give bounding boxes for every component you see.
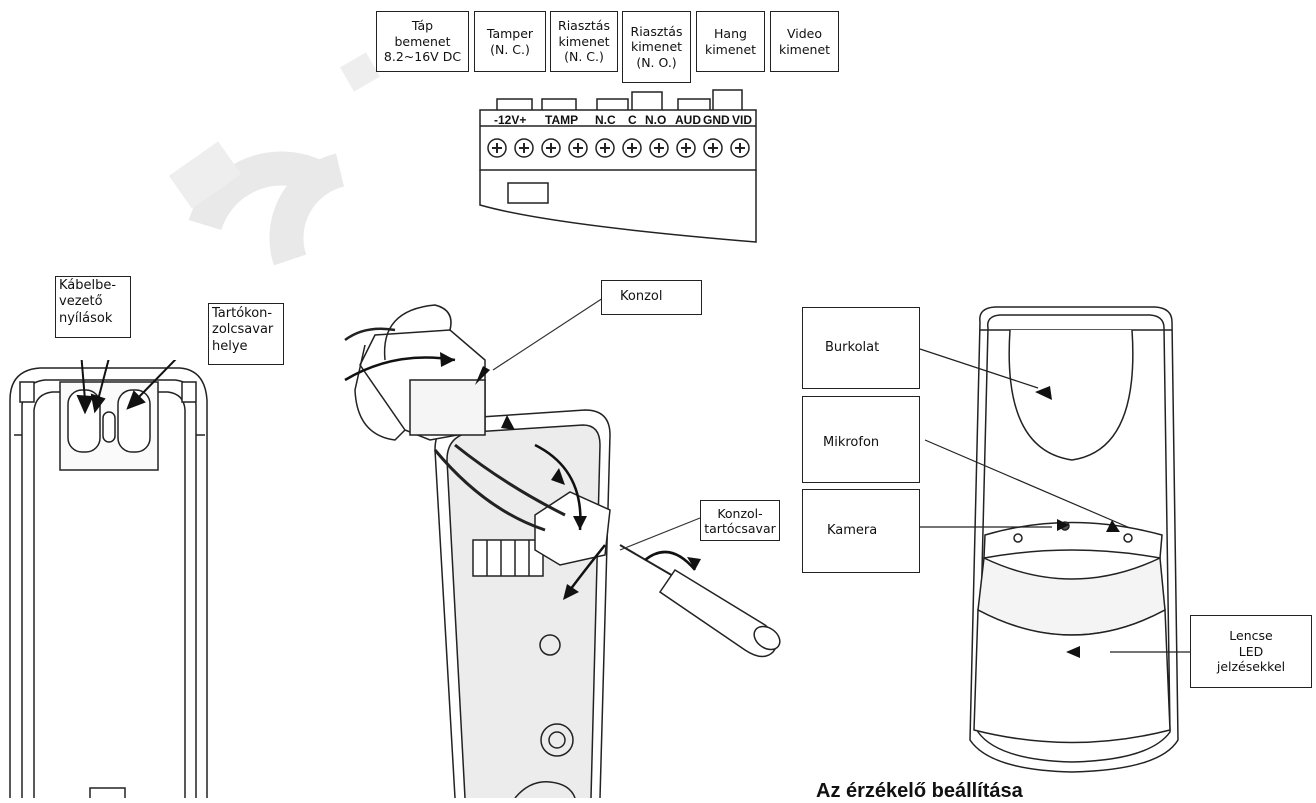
tamper-box: Tamper (N. C.)	[474, 11, 546, 72]
alarm-nc-box: Riasztás kimenet (N. C.)	[550, 11, 618, 72]
bracket-screw-label: Konzol- tartócsavar	[700, 500, 780, 541]
detector-back-drawing	[9, 360, 208, 798]
video-output-box: Video kimenet	[770, 11, 839, 72]
mounting-drawing	[344, 297, 781, 798]
alarm-no-box: Riasztás kimenet (N. O.)	[622, 11, 691, 83]
terminal-label-aud: AUD	[675, 113, 701, 127]
lens-led-label: Lencse LED jelzésekkel	[1190, 615, 1312, 688]
cable-holes-label: Kábelbe- vezető nyílások	[55, 276, 131, 338]
cover-label: Burkolat	[802, 307, 920, 389]
terminal-label-gnd: GND	[703, 113, 730, 127]
bracket-screw-location-label: Tartókon- zolcsavar helye	[208, 303, 284, 365]
front-callout-lines	[915, 348, 1190, 653]
terminal-label-vid: VID	[732, 113, 753, 127]
terminal-label-nc: N.C	[595, 113, 616, 127]
detector-front-drawing	[969, 306, 1179, 773]
terminal-label-no: N.O	[645, 113, 667, 127]
terminal-block-drawing	[479, 89, 757, 243]
terminal-label-12v: -12V+	[494, 113, 527, 127]
terminal-label-c: C	[628, 113, 637, 127]
terminal-screws	[487, 138, 750, 158]
power-input-box: Táp bemenet 8.2~16V DC	[376, 11, 469, 72]
audio-output-box: Hang kimenet	[696, 11, 765, 72]
camera-label: Kamera	[802, 489, 920, 573]
bracket-label: Konzol	[601, 280, 702, 315]
section-heading: Az érzékelő beállítása	[816, 780, 1023, 802]
terminal-label-tamp: TAMP	[545, 113, 579, 127]
microphone-label: Mikrofon	[802, 396, 920, 483]
